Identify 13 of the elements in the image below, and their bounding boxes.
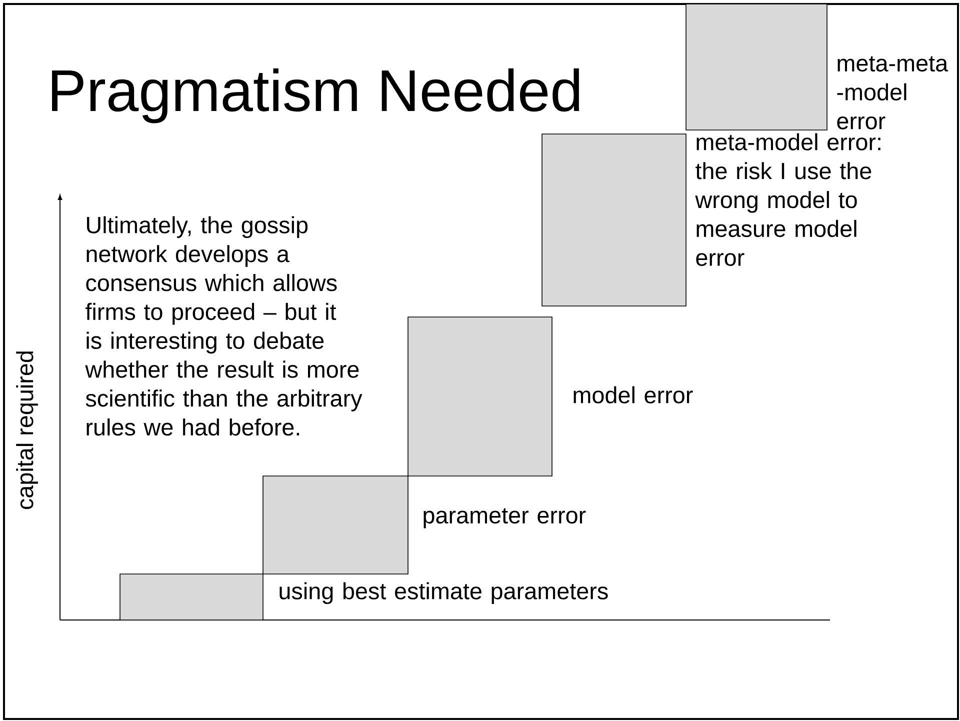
step-box xyxy=(262,476,408,574)
explanation-text: Ultimately, the gossip network develops a consensus which allows firms to proceed – but it is interesting to debate whether the result is more scientific than the arbitrary rules we had before. xyxy=(85,216,362,436)
slide-title: Pragmatism Needed xyxy=(52,68,580,124)
step-label: meta-model error: the risk I use the wrong model to measure model error xyxy=(695,133,880,266)
step-label: parameter error xyxy=(424,508,586,528)
axis-label: capital required xyxy=(16,352,38,510)
step-label: meta-meta -model error xyxy=(837,56,948,130)
step-box xyxy=(120,574,264,620)
step-box xyxy=(686,4,828,130)
step-box xyxy=(408,316,552,476)
step-box xyxy=(542,134,686,306)
step-label: using best estimate parameters xyxy=(280,582,608,604)
step-label: model error xyxy=(574,386,693,404)
